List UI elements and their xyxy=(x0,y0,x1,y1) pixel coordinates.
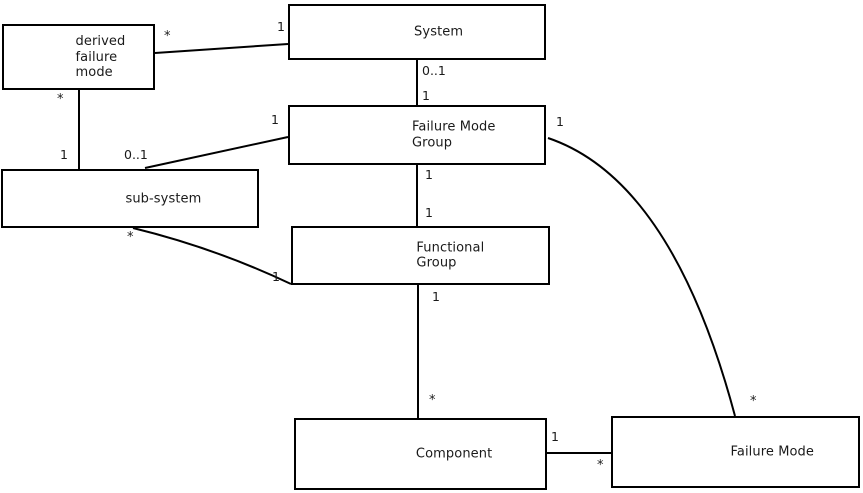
class-name-system: System xyxy=(414,24,464,40)
multiplicity-subsystem-to-fmg-0-1: 0..1 xyxy=(124,147,148,162)
multiplicity-fmg-down-one: 1 xyxy=(425,167,433,182)
multiplicity-fm-from-component-star: * xyxy=(597,458,604,473)
multiplicity-fmg-up-one: 1 xyxy=(422,88,430,103)
multiplicity-component-up-star: * xyxy=(429,393,436,408)
multiplicity-fg-from-subsystem-one: 1 xyxy=(272,269,280,284)
multiplicity-subsystem-to-fg-star: * xyxy=(127,230,134,245)
class-box-component[interactable]: Component xyxy=(294,418,547,490)
class-box-functional-group[interactable]: Functional Group xyxy=(291,226,550,285)
multiplicity-fmg-to-subsystem-one: 1 xyxy=(271,112,279,127)
class-name-functional-group: Functional Group xyxy=(416,240,485,271)
class-name-sub-system: sub-system xyxy=(125,190,202,206)
class-name-component: Component xyxy=(415,446,493,462)
class-box-failure-mode-group[interactable]: Failure Mode Group xyxy=(288,105,546,165)
multiplicity-component-to-fm-one: 1 xyxy=(551,429,559,444)
class-box-sub-system[interactable]: sub-system xyxy=(1,169,259,228)
multiplicity-system-down-0-1: 0..1 xyxy=(422,63,446,78)
class-box-system[interactable]: System xyxy=(288,4,546,60)
association-failure-mode-group--failure-mode xyxy=(547,137,736,417)
multiplicity-fm-from-fmg-star: * xyxy=(750,394,757,409)
class-name-derived-failure-mode: derived failure mode xyxy=(75,33,126,80)
multiplicity-subsystem-up-one: 1 xyxy=(60,147,68,162)
multiplicity-system-to-dfm-one: 1 xyxy=(277,19,285,34)
class-box-derived-failure-mode[interactable]: derived failure mode xyxy=(2,24,155,90)
class-box-failure-mode[interactable]: Failure Mode xyxy=(611,416,860,488)
multiplicity-dfm-down-star: * xyxy=(57,92,64,107)
association-sub-system--functional-group xyxy=(132,227,292,285)
multiplicity-fg-down-one: 1 xyxy=(432,289,440,304)
multiplicity-fmg-to-fm-one: 1 xyxy=(556,114,564,129)
association-derived-failure-mode--system xyxy=(154,43,289,54)
multiplicity-fg-up-one: 1 xyxy=(425,205,433,220)
multiplicity-dfm-to-system-star: * xyxy=(164,29,171,44)
association-sub-system--failure-mode-group xyxy=(144,136,289,169)
class-name-failure-mode-group: Failure Mode Group xyxy=(411,119,496,151)
class-name-failure-mode: Failure Mode xyxy=(730,444,815,460)
